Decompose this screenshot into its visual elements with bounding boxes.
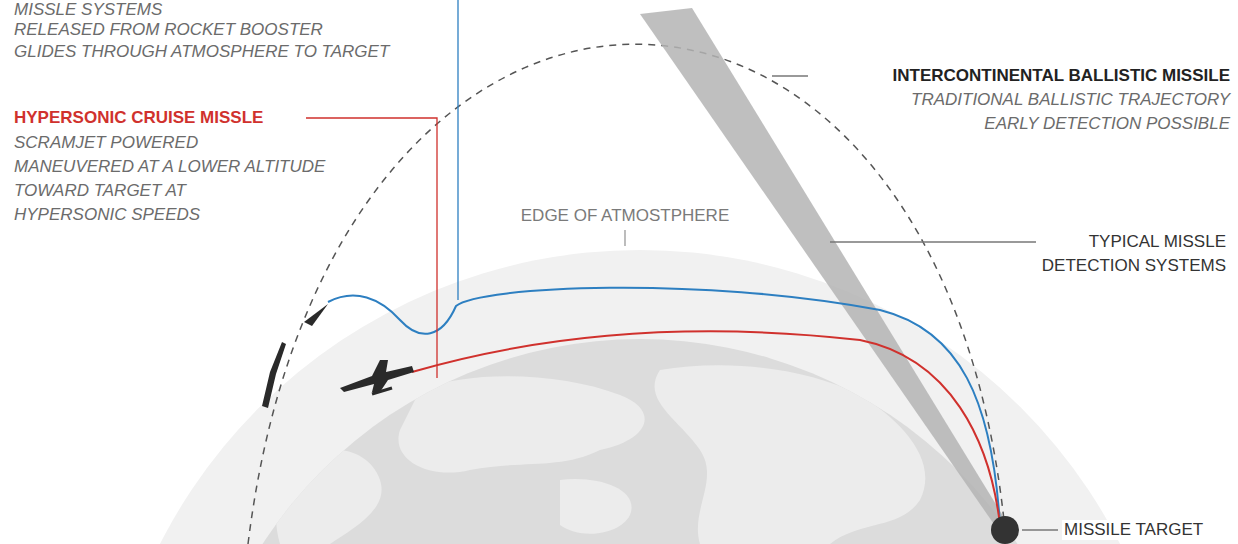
description-text: SCRAMJET POWERED: [12, 133, 200, 153]
atmosphere-label: EDGE OF ATMOSTPHERE: [519, 206, 731, 226]
description-text: TOWARD TARGET AT: [12, 181, 188, 201]
description-text: HYPERSONIC SPEEDS: [12, 205, 202, 225]
glide-vehicle-path: [328, 288, 1000, 525]
continents: [276, 365, 925, 544]
heading-text: INTERCONTINENTAL BALLISTIC MISSILE: [891, 66, 1232, 86]
detection-label: DETECTION SYSTEMS: [1040, 256, 1228, 276]
description-text: TRADITIONAL BALLISTIC TRAJECTORY: [909, 90, 1232, 110]
description-text: EARLY DETECTION POSSIBLE: [982, 114, 1232, 134]
leader-line: [830, 241, 1036, 242]
detection-beam: [640, 8, 1008, 530]
leader-line: [624, 230, 625, 246]
heading-text: HYPERSONIC CRUISE MISSLE: [12, 108, 265, 128]
target-label: MISSILE TARGET: [1062, 520, 1205, 540]
detection-label: TYPICAL MISSLE: [1087, 232, 1228, 252]
cruise-missile: [372, 388, 392, 394]
rocket-booster: [262, 342, 286, 408]
atmosphere: [101, 250, 1179, 544]
cruise-missile-path: [412, 331, 1000, 525]
target-dot: [991, 516, 1019, 544]
leader-line: [457, 0, 458, 300]
description-text: MISSLE SYSTEMS: [12, 0, 164, 20]
description-text: MANEUVERED AT A LOWER ALTITUDE: [12, 157, 327, 177]
cruise-missile-aircraft: [340, 360, 414, 392]
leader-line: [1022, 529, 1058, 530]
description-text: GLIDES THROUGH ATMOSPHERE TO TARGET: [12, 42, 391, 62]
glide-vehicle: [304, 304, 328, 326]
description-text: RELEASED FROM ROCKET BOOSTER: [12, 20, 325, 40]
leader-line: [772, 75, 808, 76]
icbm-trajectory: [248, 44, 1005, 544]
